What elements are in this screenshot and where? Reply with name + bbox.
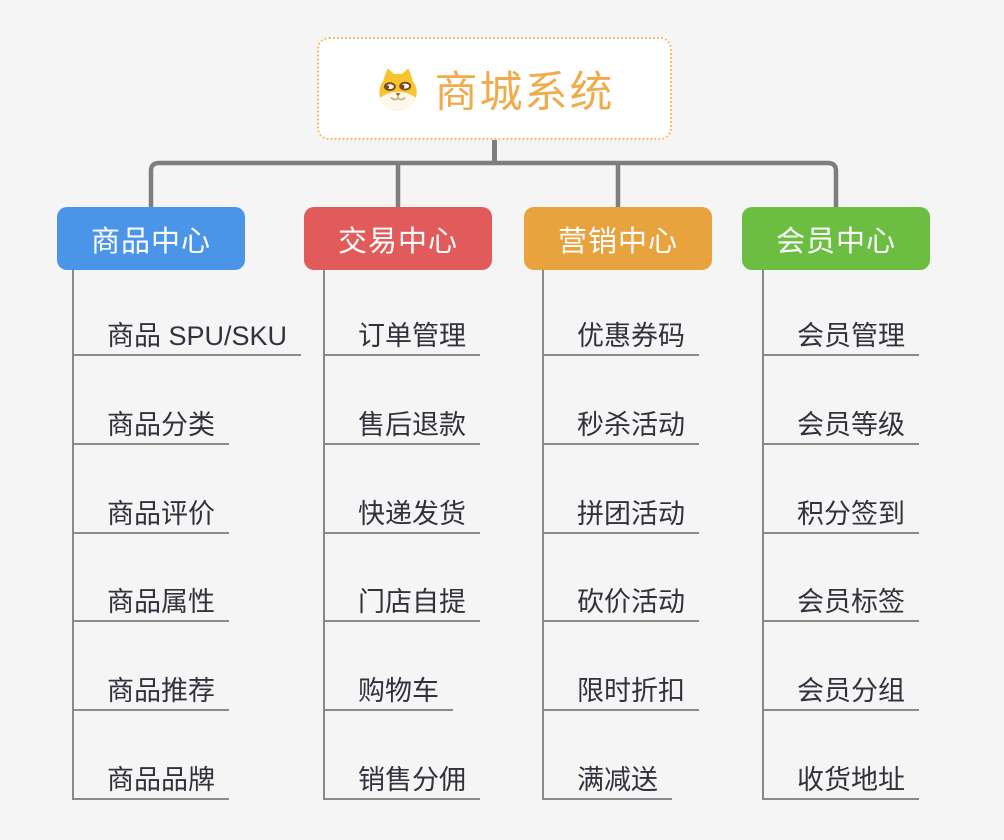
child-topic[interactable]: 会员等级 (763, 408, 919, 445)
branch-node[interactable]: 营销中心 (524, 207, 712, 270)
root-title: 商城系统 (434, 68, 615, 117)
child-topic[interactable]: 积分签到 (763, 497, 919, 534)
child-topic[interactable]: 订单管理 (324, 319, 480, 356)
child-topic[interactable]: 收货地址 (763, 763, 919, 800)
child-topic[interactable]: 快递发货 (324, 497, 480, 534)
child-topic[interactable]: 秒杀活动 (543, 408, 699, 445)
child-topic[interactable]: 商品 SPU/SKU (73, 319, 302, 356)
child-topic[interactable]: 商品评价 (73, 497, 229, 534)
root-topic[interactable]: 商城系统 (317, 37, 672, 140)
child-topic[interactable]: 优惠券码 (543, 319, 699, 356)
child-topic[interactable]: 砍价活动 (543, 585, 699, 622)
child-topic[interactable]: 满减送 (543, 763, 672, 800)
branch-connector-line (148, 160, 839, 207)
child-topic[interactable]: 商品分类 (73, 408, 229, 445)
child-topic[interactable]: 会员分组 (763, 674, 919, 711)
child-topic[interactable]: 限时折扣 (543, 674, 699, 711)
branch-node[interactable]: 商品中心 (57, 207, 245, 270)
child-topic[interactable]: 售后退款 (324, 408, 480, 445)
branch-node[interactable]: 会员中心 (742, 207, 930, 270)
child-topic[interactable]: 拼团活动 (543, 497, 699, 534)
child-topic[interactable]: 商品推荐 (73, 674, 229, 711)
branch-node[interactable]: 交易中心 (304, 207, 492, 270)
child-topic[interactable]: 会员管理 (763, 319, 919, 356)
shiba-dog-icon (378, 67, 417, 111)
child-topic[interactable]: 门店自提 (324, 585, 480, 622)
child-topic[interactable]: 会员标签 (763, 585, 919, 622)
child-topic[interactable]: 购物车 (324, 674, 453, 711)
child-topic[interactable]: 商品品牌 (73, 763, 229, 800)
child-topic[interactable]: 销售分佣 (324, 763, 480, 800)
child-topic[interactable]: 商品属性 (73, 585, 229, 622)
